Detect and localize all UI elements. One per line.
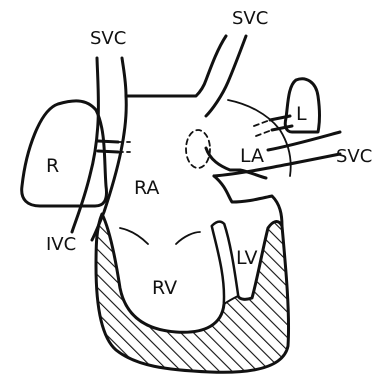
- label-svc-right: SVC: [336, 146, 372, 167]
- tricuspid-valve-left: [120, 228, 148, 244]
- left-pulmonary-dash-lower: [256, 130, 272, 136]
- svc-right-lower-wall: [214, 154, 340, 176]
- label-left-lung: L: [296, 103, 307, 125]
- label-left-atrium: LA: [240, 145, 264, 167]
- label-right-ventricle: RV: [152, 277, 177, 299]
- ventricular-myocardium-hatched: [96, 214, 289, 372]
- label-ivc: IVC: [46, 234, 76, 255]
- right-atrium-left-wall: [122, 36, 226, 96]
- heart-right-wall: [214, 176, 282, 226]
- label-svc-top-right: SVC: [232, 8, 268, 29]
- right-pulmonary-tube-lower: [98, 151, 118, 152]
- tricuspid-valve-right: [176, 232, 200, 244]
- label-right-atrium: RA: [134, 177, 159, 199]
- label-svc-top-left: SVC: [90, 28, 126, 49]
- left-pulmonary-tube-lower: [272, 126, 292, 130]
- left-pulmonary-dash-upper: [254, 120, 270, 126]
- right-pulmonary-tube-upper: [98, 141, 118, 142]
- svc-right-upper-wall: [268, 132, 340, 150]
- label-right-lung: R: [46, 155, 59, 177]
- label-left-ventricle: LV: [236, 247, 258, 269]
